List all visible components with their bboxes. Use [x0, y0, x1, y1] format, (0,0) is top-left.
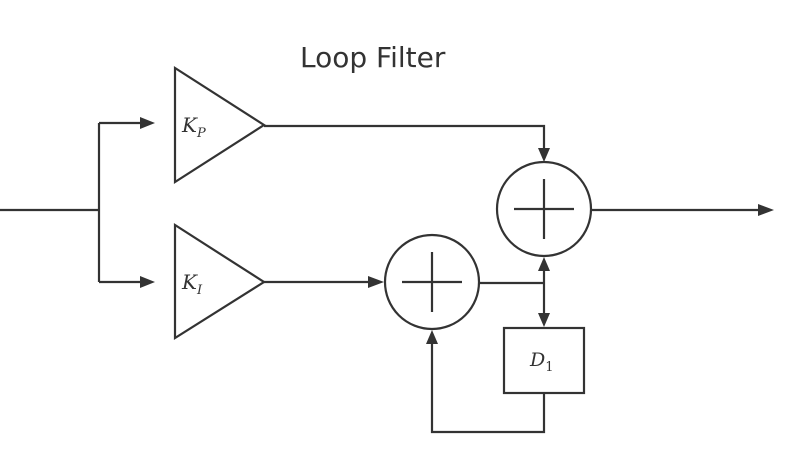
gain-ki-triangle: [173, 222, 267, 340]
arrow-into-sum-bottom: [368, 276, 384, 288]
gain-ki-label: KI: [181, 270, 203, 298]
arrow-into-sum-top-bottom: [538, 257, 550, 271]
arrow-into-sum-top: [538, 148, 550, 162]
diagram-title: Loop Filter: [300, 41, 446, 74]
delay-block: D1: [502, 326, 586, 395]
feedback-wire: [430, 344, 546, 434]
gain-kp-label: KP: [181, 113, 206, 141]
delay-subscript: 1: [545, 360, 553, 375]
wire-kp-to-sum-top: [264, 124, 546, 148]
gain-kp-symbol: K: [181, 113, 198, 137]
gain-kp-block: KP: [173, 65, 267, 185]
arrow-to-kp: [140, 117, 155, 129]
plus-icon: [402, 252, 462, 312]
arrow-to-ki: [140, 276, 155, 288]
gain-ki-symbol: K: [181, 270, 198, 294]
delay-label: D1: [529, 349, 554, 375]
arrow-output: [758, 204, 774, 216]
adder-output: [495, 160, 593, 258]
gain-ki-block: KI: [173, 222, 267, 340]
arrow-feedback: [426, 330, 438, 344]
adder-integrator: [383, 233, 481, 331]
delay-symbol: D: [529, 349, 545, 371]
plus-icon: [514, 179, 574, 239]
gain-kp-triangle: [173, 65, 267, 185]
gain-ki-subscript: I: [196, 283, 203, 298]
gain-kp-subscript: P: [196, 126, 206, 141]
arrow-into-delay: [538, 313, 550, 327]
